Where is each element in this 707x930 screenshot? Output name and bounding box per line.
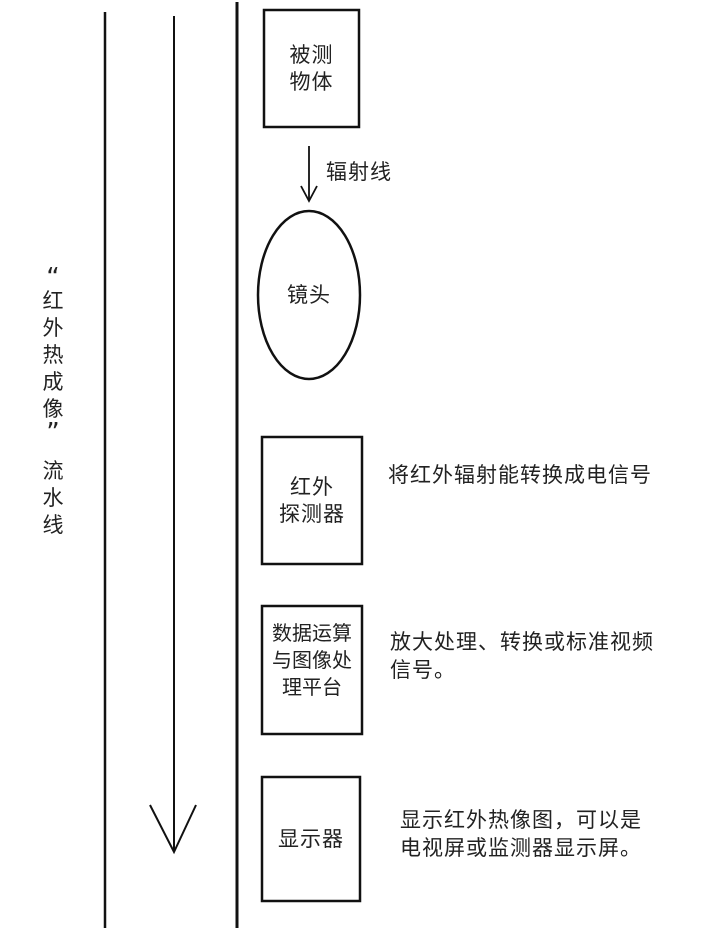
edge-radiation-text: 辐射线 [326, 160, 392, 184]
vertical-title-line1: “ 红 外 热 成 像 ” [38, 263, 68, 448]
vertical-title-char: 水 [42, 486, 64, 510]
display-description-line2: 电视屏或监测器显示屏。 [400, 836, 642, 860]
node-lens-text: 镜头 [287, 282, 331, 307]
processor-description-line1: 放大处理、转换或标准视频 [390, 630, 654, 654]
pipeline-arrowhead [149, 804, 197, 855]
processor-description-line2: 信号。 [390, 658, 456, 682]
vertical-title-char: 像 [42, 397, 64, 421]
node-display-text: 显示器 [278, 826, 344, 851]
display-description: 显示红外热像图，可以是 电视屏或监测器显示屏。 [400, 806, 642, 862]
node-lens-ellipse [256, 209, 362, 381]
radiation-arrowhead [300, 185, 318, 203]
node-object-box [262, 8, 361, 129]
edge-radiation-label: 辐射线 [326, 158, 392, 186]
node-processor-line2: 与图像处 [272, 647, 352, 672]
detector-description-line1: 将红外辐射能转换成电信号 [388, 463, 652, 487]
node-detector-line1: 红外 [290, 474, 334, 499]
display-description-line1: 显示红外热像图，可以是 [400, 808, 642, 832]
vertical-title-char: 成 [42, 370, 64, 394]
node-processor-line3: 理平台 [282, 674, 342, 699]
vertical-title-char: 热 [42, 343, 64, 367]
node-detector-box [260, 435, 364, 566]
node-object-label: 被测 物体 [264, 10, 359, 127]
node-detector-label: 红外 探测器 [262, 437, 362, 564]
node-display-box [260, 775, 362, 903]
processor-description: 放大处理、转换或标准视频 信号。 [390, 628, 654, 684]
node-processor-line1: 数据运算 [272, 620, 352, 645]
vertical-title-char: 外 [42, 316, 64, 340]
node-object-line1: 被测 [289, 42, 334, 67]
vertical-title-char: “ [46, 263, 60, 293]
node-processor-box [260, 604, 364, 736]
node-display-label: 显示器 [262, 777, 360, 901]
node-lens-label: 镜头 [258, 211, 360, 379]
node-object-line2: 物体 [289, 69, 334, 94]
vertical-title-char: ” [46, 418, 60, 448]
vertical-title-char: 流 [42, 459, 64, 483]
detector-description: 将红外辐射能转换成电信号 [388, 461, 652, 489]
vertical-title-char: 线 [42, 513, 64, 537]
vertical-title-char: 红 [42, 289, 64, 313]
node-detector-line2: 探测器 [279, 501, 345, 526]
vertical-title-line2: 流 水 线 [38, 458, 68, 539]
node-processor-label: 数据运算 与图像处 理平台 [252, 606, 372, 699]
